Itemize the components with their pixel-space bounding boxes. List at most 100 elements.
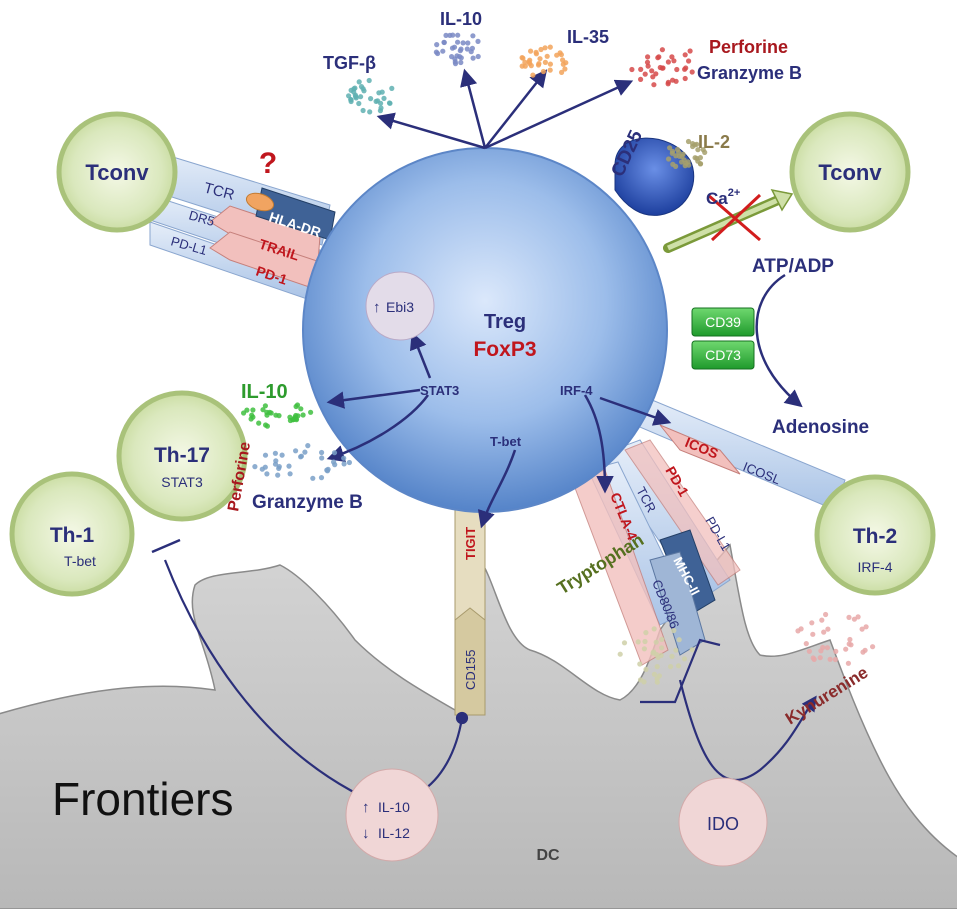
cytokine-dot bbox=[468, 49, 474, 55]
foxp3-label: FoxP3 bbox=[473, 338, 536, 361]
tgf-beta-dots bbox=[346, 77, 395, 115]
cytokine-dot bbox=[351, 89, 357, 95]
cytokine-dot bbox=[356, 100, 362, 107]
cytokine-dot bbox=[667, 145, 673, 151]
cytokine-dot bbox=[264, 471, 270, 477]
il2-dots bbox=[666, 138, 708, 169]
cytokine-dot bbox=[683, 65, 689, 71]
cytokine-dot bbox=[332, 462, 338, 468]
il35-label: IL-35 bbox=[567, 27, 609, 47]
cytokine-dot bbox=[653, 639, 659, 645]
cytokine-dot bbox=[806, 648, 813, 654]
cytokine-dot bbox=[389, 85, 395, 91]
cytokine-dot bbox=[434, 42, 440, 48]
cytokine-dot bbox=[651, 82, 657, 88]
cytokine-dot bbox=[659, 47, 666, 53]
cytokine-dot bbox=[676, 637, 682, 643]
cytokine-dot bbox=[331, 450, 338, 456]
cytokine-dot bbox=[264, 409, 270, 415]
cytokine-dot bbox=[676, 149, 682, 155]
cytokine-dot bbox=[542, 45, 548, 51]
dc-cytokine-bubble bbox=[345, 768, 439, 862]
ca-label: Ca2+ bbox=[706, 187, 740, 208]
cytokine-dot bbox=[275, 472, 281, 478]
tconv-right-label: Tconv bbox=[818, 160, 882, 185]
cytokine-dot bbox=[470, 55, 476, 61]
cytokine-dot bbox=[452, 61, 459, 67]
cytokine-dot bbox=[533, 51, 540, 57]
cytokine-dot bbox=[637, 677, 644, 683]
cytokine-dot bbox=[250, 407, 256, 413]
cytokine-dot bbox=[643, 666, 649, 673]
cytokine-dot bbox=[367, 109, 373, 115]
cytokine-dot bbox=[645, 54, 651, 60]
cytokine-dot bbox=[356, 79, 362, 85]
cd73-label: CD73 bbox=[705, 347, 741, 363]
cytokine-arrows bbox=[376, 68, 634, 150]
cytokine-dot bbox=[528, 63, 534, 69]
cytokine-dot bbox=[286, 463, 292, 469]
cytokine-dot bbox=[673, 647, 679, 653]
cytokine-dot bbox=[671, 627, 677, 634]
cytokine-dot bbox=[368, 96, 374, 102]
cytokine-dot bbox=[685, 138, 692, 145]
cytokine-dot bbox=[642, 71, 648, 77]
cytokine-dot bbox=[798, 626, 804, 632]
cytokine-dot bbox=[669, 54, 675, 60]
cytokine-dot bbox=[560, 57, 566, 63]
cytokine-dot bbox=[653, 71, 659, 77]
ido-bubble bbox=[678, 777, 768, 867]
cytokine-dot bbox=[651, 671, 658, 677]
th2-sub-label: IRF-4 bbox=[858, 559, 893, 575]
cytokine-dot bbox=[381, 95, 387, 101]
cytokine-dot bbox=[450, 32, 456, 38]
cross-mark-icon bbox=[707, 193, 762, 242]
cytokine-dot bbox=[846, 641, 852, 647]
cytokine-dot bbox=[823, 611, 829, 618]
cytokine-dot bbox=[319, 449, 325, 456]
cytokine-dot bbox=[803, 641, 809, 647]
cytokine-dot bbox=[671, 58, 677, 64]
cytokine-dot bbox=[325, 466, 331, 472]
cytokine-dot bbox=[638, 76, 644, 82]
cytokine-dot bbox=[621, 640, 628, 646]
ebi3-bubble bbox=[365, 271, 435, 341]
cytokine-dot bbox=[547, 44, 553, 50]
cytokine-dot bbox=[433, 49, 439, 55]
tbet-center-label: T-bet bbox=[490, 434, 522, 449]
cytokine-dot bbox=[666, 156, 672, 162]
cytokine-dot bbox=[475, 53, 481, 60]
th1-cell bbox=[9, 471, 135, 597]
cytokine-dot bbox=[358, 84, 365, 90]
cytokine-dot bbox=[346, 459, 352, 466]
cytokine-dot bbox=[298, 406, 304, 412]
atp-adp-label: ATP/ADP bbox=[752, 256, 834, 277]
cytokine-dot bbox=[470, 33, 476, 39]
cytokine-dot bbox=[293, 417, 300, 423]
cytokine-dot bbox=[641, 646, 648, 652]
il10-dc-label: IL-10 bbox=[378, 799, 410, 815]
cytokine-dot bbox=[373, 98, 379, 104]
cytokine-dot bbox=[845, 660, 852, 666]
trail-receptor bbox=[209, 205, 321, 263]
adenosine-label: Adenosine bbox=[772, 417, 869, 438]
cytokine-dot bbox=[305, 443, 311, 449]
cytokine-dot bbox=[341, 455, 347, 461]
cytokine-dot bbox=[557, 50, 563, 56]
cytokine-dot bbox=[819, 617, 825, 623]
cytokine-dot bbox=[629, 66, 635, 73]
cytokine-dot bbox=[697, 155, 704, 161]
cytokine-dot bbox=[262, 403, 268, 409]
cytokine-dot bbox=[846, 614, 852, 621]
cytokine-dot bbox=[319, 455, 325, 461]
cytokine-dot bbox=[441, 39, 447, 45]
cytokine-dot bbox=[654, 652, 660, 658]
cytokine-dot bbox=[832, 656, 839, 663]
cytokine-dot bbox=[353, 94, 359, 100]
cytokine-dot bbox=[695, 147, 701, 153]
cytokine-dot bbox=[674, 66, 680, 73]
cytokine-dot bbox=[692, 155, 698, 161]
perforine-granzyme-dots bbox=[629, 47, 695, 88]
cytokine-dot bbox=[348, 97, 354, 103]
cytokine-dot bbox=[528, 48, 534, 54]
